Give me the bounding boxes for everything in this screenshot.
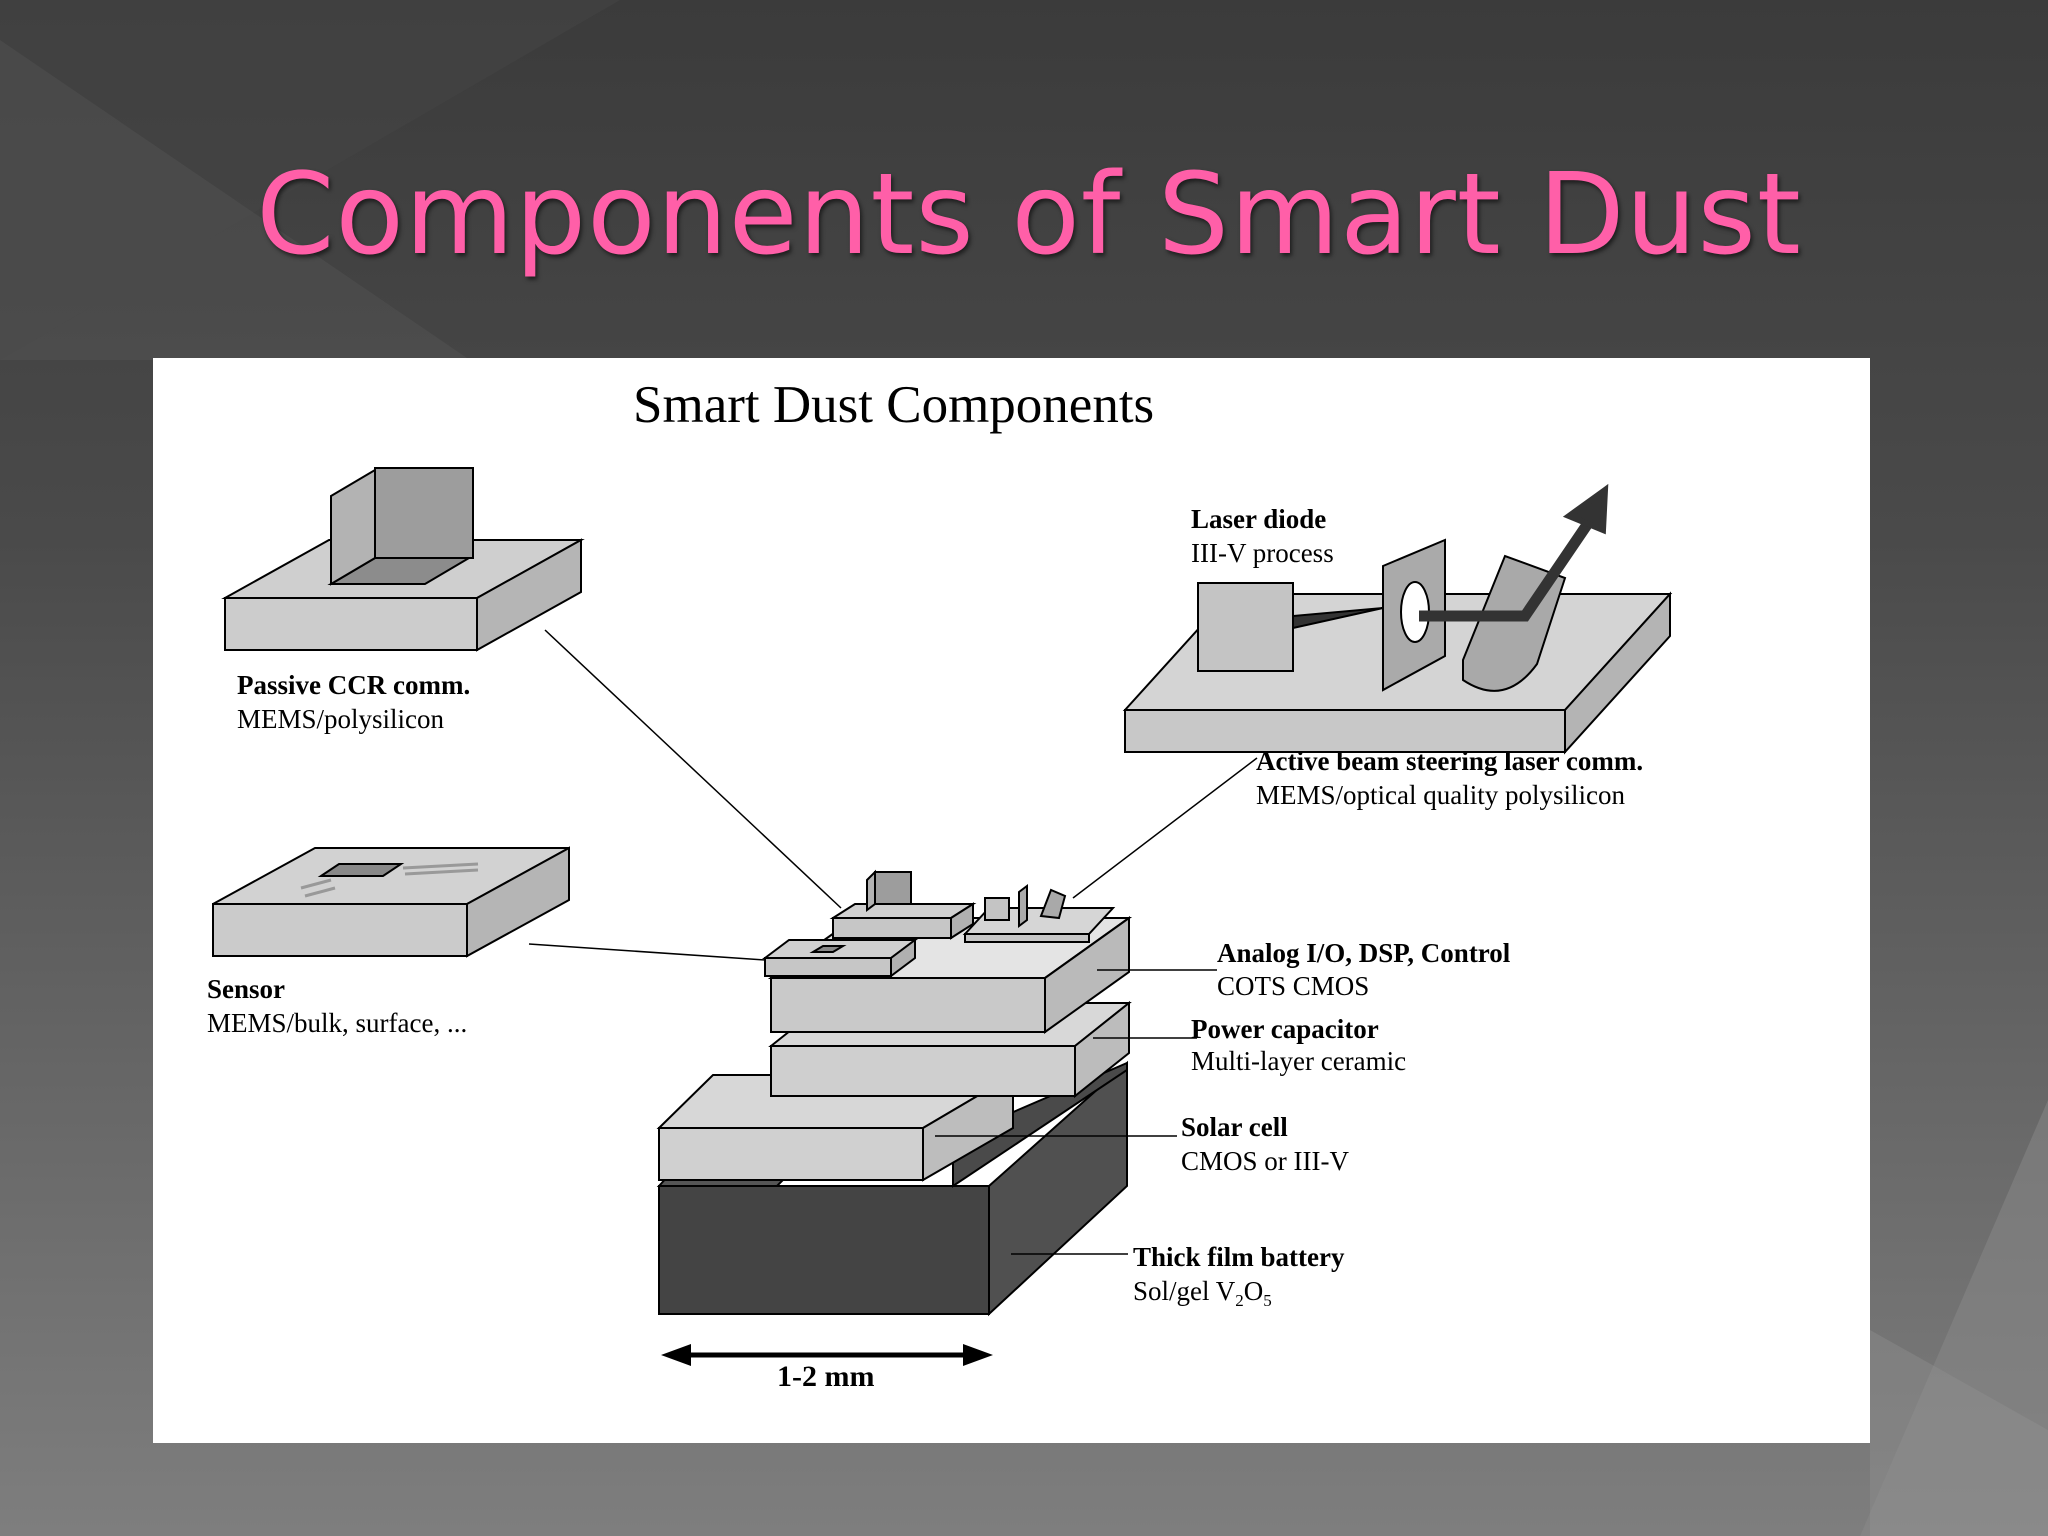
capacitor-label: Power capacitor [1191, 1014, 1379, 1044]
scale-label: 1-2 mm [777, 1360, 874, 1393]
laser-diode-sublabel: III-V process [1191, 538, 1334, 568]
laser-beam-cone [1292, 607, 1384, 630]
stack-ccr-chip [829, 869, 977, 940]
beam-steering-label: Active beam steering laser comm. [1256, 746, 1643, 776]
capacitor-front [770, 1045, 1076, 1097]
battery-side [988, 1060, 1128, 1317]
laser-platform-side [1564, 591, 1671, 755]
cmos-side [1044, 916, 1130, 1034]
ccr-component [221, 467, 585, 652]
slide-title: Components of Smart Dust [256, 150, 1802, 280]
sensor-base-front [212, 903, 468, 957]
stack-laser-chip [962, 884, 1116, 943]
sensor-sublabel: MEMS/bulk, surface, ... [207, 1008, 467, 1038]
sensor-base-side [466, 846, 570, 958]
smart-dust-diagram: Smart Dust Components Passive CCR comm. … [207, 376, 1673, 1393]
laser-diode-label: Laser diode [1191, 504, 1326, 534]
background-shard [0, 0, 620, 360]
leader-sensor [528, 943, 766, 961]
sensor-component [212, 846, 570, 958]
analog-label: Analog I/O, DSP, Control [1217, 938, 1511, 968]
ccr-base-front [224, 597, 478, 651]
sensor-traces [300, 862, 479, 898]
beam-path-arrow [1419, 483, 1609, 622]
laser-platform-front [1124, 709, 1566, 753]
solar-front [658, 1127, 924, 1181]
scale-arrow [661, 1344, 993, 1366]
capacitor-sublabel: Multi-layer ceramic [1191, 1046, 1406, 1076]
figure-title: Smart Dust Components [633, 376, 1154, 434]
leader-lines [528, 629, 1258, 1255]
leader-beam-steering [1072, 757, 1258, 899]
laser-diode-block [1197, 582, 1294, 672]
background-shard [1860, 1100, 2048, 1536]
ccr-label: Passive CCR comm. [237, 670, 470, 700]
figure-panel: Smart Dust Components Passive CCR comm. … [153, 358, 1870, 1443]
capacitor-side [1074, 1000, 1130, 1099]
battery-front [658, 1185, 990, 1315]
solar-label: Solar cell [1181, 1112, 1288, 1142]
sensor-label: Sensor [207, 974, 285, 1004]
ccr-base-side [476, 538, 582, 652]
solar-sublabel: CMOS or III-V [1181, 1146, 1349, 1176]
analog-sublabel: COTS CMOS [1217, 971, 1369, 1001]
battery-sublabel: Sol/gel V2O5 [1133, 1276, 1272, 1310]
laser-comm-component [1122, 538, 1673, 755]
cmos-front [770, 977, 1046, 1033]
beam-steering-sublabel: MEMS/optical quality polysilicon [1256, 780, 1625, 810]
ccr-mirror-back [374, 467, 474, 559]
sensor-element [317, 863, 405, 877]
background-shard [0, 40, 470, 360]
battery-label: Thick film battery [1133, 1242, 1345, 1272]
leader-ccr [544, 629, 842, 909]
stack-sensor-chip [762, 938, 918, 978]
ccr-sublabel: MEMS/polysilicon [237, 704, 445, 734]
background-shard [1870, 1330, 2048, 1536]
ccr-mirror-side [330, 468, 376, 586]
